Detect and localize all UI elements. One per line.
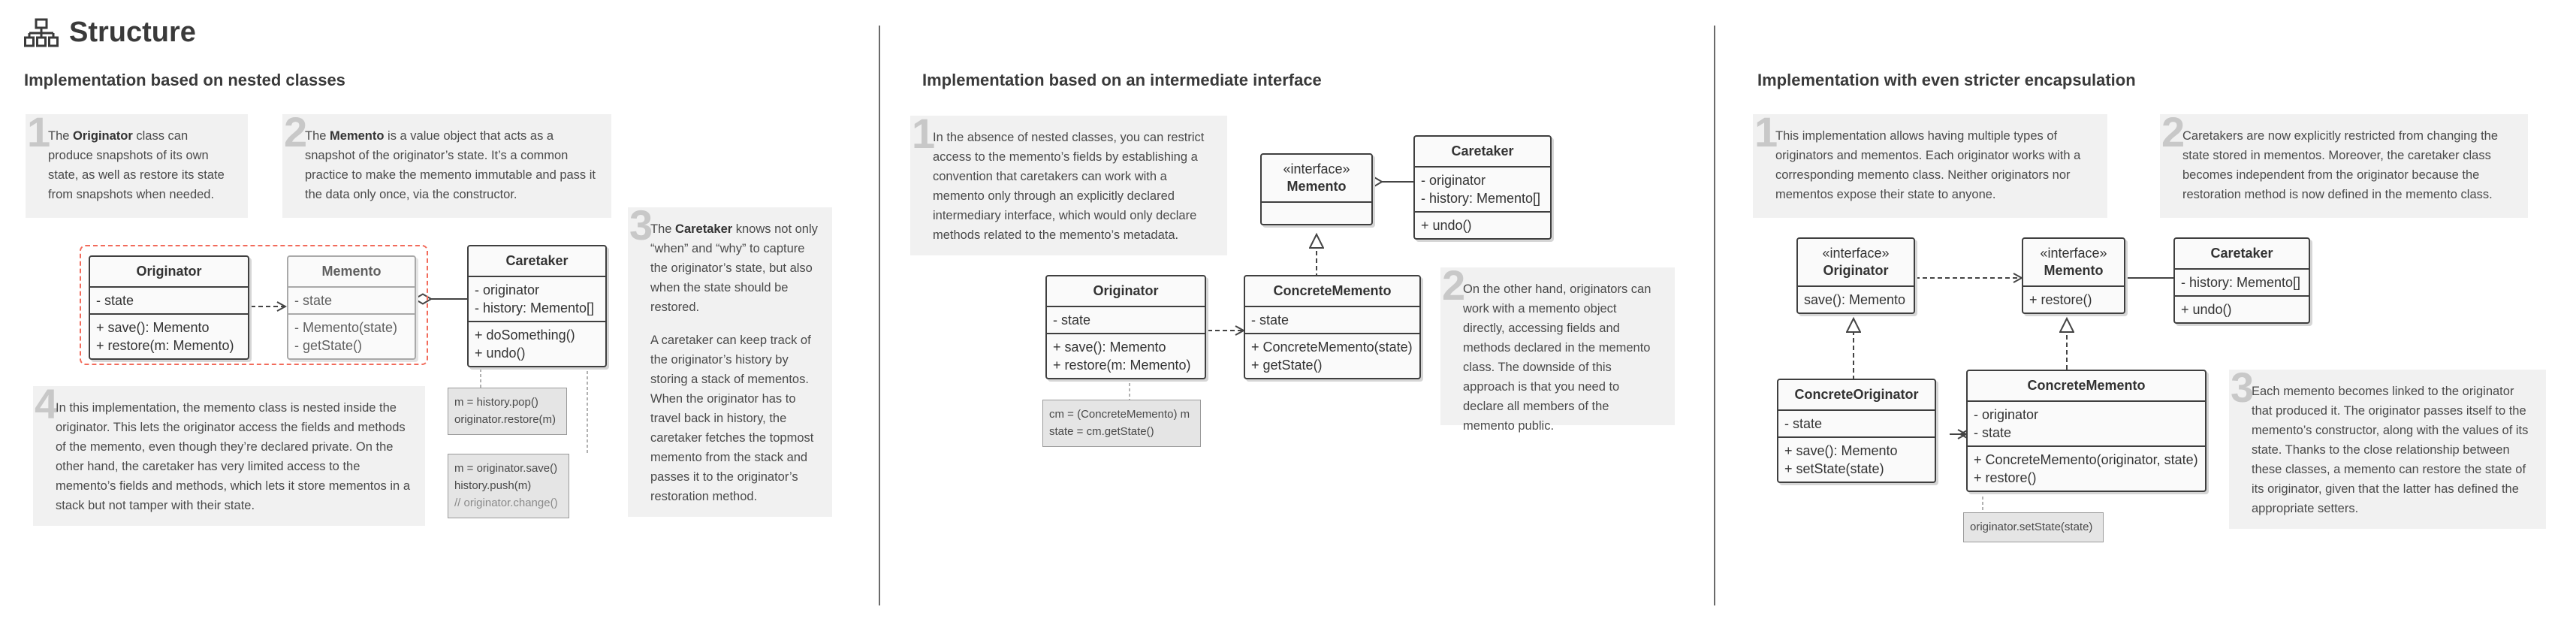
class-methods: + save(): Memento + setState(state) bbox=[1778, 436, 1935, 482]
note-number: 1 bbox=[912, 110, 936, 157]
note-2: 2 On the other hand, originators can wor… bbox=[1440, 261, 1675, 433]
class-name: «interface» Originator bbox=[1798, 239, 1914, 287]
note-4: 4 In this implementation, the memento cl… bbox=[33, 380, 425, 526]
note-2: 2 The Memento is a value object that act… bbox=[282, 108, 611, 218]
class-name: Originator bbox=[90, 257, 248, 288]
section-divider bbox=[1714, 26, 1715, 605]
class-methods: + undo() bbox=[2175, 295, 2309, 322]
class-name-mention: Caretaker bbox=[675, 222, 733, 236]
class-fields: - originator - state bbox=[1974, 407, 2039, 440]
section-heading: Implementation based on nested classes bbox=[24, 71, 345, 89]
section-heading: Implementation based on an intermediate … bbox=[922, 71, 1322, 89]
class-methods: + save(): Memento + restore(m: Memento) bbox=[1047, 333, 1205, 378]
class-name: Originator bbox=[1047, 276, 1205, 307]
class-fields: - state bbox=[1784, 416, 1823, 431]
class-methods: - Memento(state) - getState() bbox=[288, 313, 415, 358]
class-originator: Originator - state + save(): Memento + r… bbox=[89, 255, 249, 360]
class-methods: + save(): Memento + restore(m: Memento) bbox=[90, 313, 248, 358]
class-name: ConcreteMemento bbox=[1245, 276, 1419, 307]
class-fields: - originator - history: Memento[] bbox=[475, 282, 595, 316]
class-fields: - originator - history: Memento[] bbox=[1421, 173, 1541, 206]
nested-class-boundary bbox=[80, 245, 428, 365]
class-caretaker: Caretaker - originator - history: Mement… bbox=[1413, 135, 1552, 240]
interface-memento: «interface» Memento bbox=[1260, 153, 1373, 225]
class-concrete-originator: ConcreteOriginator - state + save(): Mem… bbox=[1777, 379, 1936, 483]
class-name-mention: Originator bbox=[73, 129, 133, 143]
hierarchy-icon bbox=[24, 18, 59, 47]
interface-originator: «interface» Originator save(): Memento bbox=[1796, 237, 1915, 314]
class-name: Caretaker bbox=[2175, 239, 2309, 270]
page-title: Structure bbox=[24, 17, 196, 49]
code-note-undo: m = history.pop() originator.restore(m) bbox=[448, 388, 568, 435]
section-heading: Implementation with even stricter encaps… bbox=[1757, 71, 2136, 89]
note-number: 2 bbox=[284, 108, 308, 155]
class-name-mention: Memento bbox=[330, 129, 385, 143]
class-fields: - state bbox=[1251, 312, 1290, 328]
note-1: 1 In the absence of nested classes, you … bbox=[910, 110, 1227, 255]
class-members bbox=[1262, 203, 1371, 224]
note-number: 2 bbox=[1442, 261, 1466, 309]
class-methods: + ConcreteMemento(originator, state) + r… bbox=[1968, 445, 2205, 491]
class-fields: - state bbox=[96, 293, 134, 308]
class-name: Memento bbox=[288, 257, 415, 288]
class-concrete-memento: ConcreteMemento - originator - state + C… bbox=[1966, 370, 2206, 492]
class-name: Caretaker bbox=[469, 246, 605, 277]
note-2: 2 Caretakers are now explicitly restrict… bbox=[2160, 108, 2528, 218]
class-name: «interface» Memento bbox=[1262, 155, 1371, 203]
class-caretaker: Caretaker - originator - history: Mement… bbox=[467, 245, 607, 367]
class-memento: Memento - state - Memento(state) - getSt… bbox=[287, 255, 416, 360]
code-note-restore: cm = (ConcreteMemento) m state = cm.getS… bbox=[1042, 400, 1202, 447]
note-number: 3 bbox=[629, 201, 653, 249]
class-methods: save(): Memento bbox=[1804, 292, 1906, 307]
class-methods: + ConcreteMemento(state) + getState() bbox=[1245, 333, 1419, 378]
class-methods: + doSomething() + undo() bbox=[469, 321, 605, 366]
class-originator: Originator - state + save(): Memento + r… bbox=[1045, 275, 1206, 379]
class-name: Caretaker bbox=[1415, 137, 1550, 168]
code-note-do-something: m = originator.save() history.push(m) //… bbox=[448, 454, 569, 518]
class-fields: - state bbox=[294, 293, 333, 308]
note-1: 1 The Originator class can produce snaps… bbox=[26, 108, 248, 218]
class-concrete-memento: ConcreteMemento - state + ConcreteMement… bbox=[1244, 275, 1421, 379]
section-divider bbox=[879, 26, 880, 605]
class-name: ConcreteMemento bbox=[1968, 371, 2205, 402]
note-number: 1 bbox=[1754, 108, 1778, 155]
class-fields: - state bbox=[1053, 312, 1091, 328]
interface-memento: «interface» Memento + restore() bbox=[2022, 237, 2125, 314]
note-3: 3 The Caretaker knows not only “when” an… bbox=[628, 201, 832, 517]
note-number: 2 bbox=[2161, 108, 2185, 155]
class-methods: + undo() bbox=[1415, 211, 1550, 238]
class-fields: - history: Memento[] bbox=[2181, 275, 2301, 290]
class-methods: + restore() bbox=[2029, 292, 2092, 307]
note-1: 1 This implementation allows having mult… bbox=[1753, 108, 2107, 218]
note-number: 3 bbox=[2231, 364, 2255, 411]
code-note-restore: originator.setState(state) bbox=[1963, 512, 2104, 542]
class-caretaker: Caretaker - history: Memento[] + undo() bbox=[2173, 237, 2310, 324]
page-title-text: Structure bbox=[69, 17, 196, 48]
note-3: 3 Each memento becomes linked to the ori… bbox=[2229, 364, 2546, 529]
note-number: 4 bbox=[35, 380, 59, 427]
class-name: «interface» Memento bbox=[2023, 239, 2124, 287]
note-number: 1 bbox=[27, 108, 51, 155]
class-name: ConcreteOriginator bbox=[1778, 380, 1935, 411]
